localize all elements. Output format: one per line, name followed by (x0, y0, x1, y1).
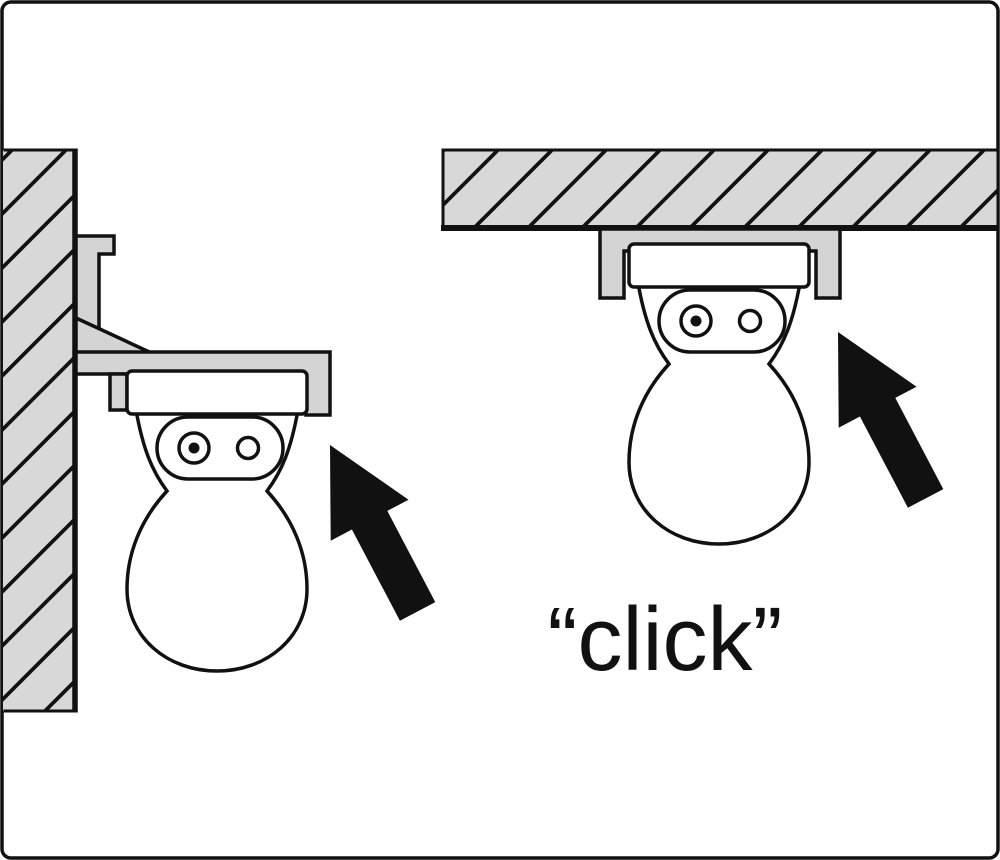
panel-wall-mounting (3, 148, 436, 713)
wall-bracket-rail (74, 350, 332, 417)
click-label: “click” (548, 590, 783, 690)
wall-hatching (3, 150, 75, 711)
fixture-wall-mounted (125, 369, 309, 673)
ceiling-hatching (443, 150, 997, 228)
panel-ceiling-mounting: “click” (441, 148, 997, 690)
ceiling-outline (441, 148, 997, 228)
wall-bracket-left-lip (108, 372, 129, 412)
fixture-ceiling-mounted (627, 242, 811, 546)
